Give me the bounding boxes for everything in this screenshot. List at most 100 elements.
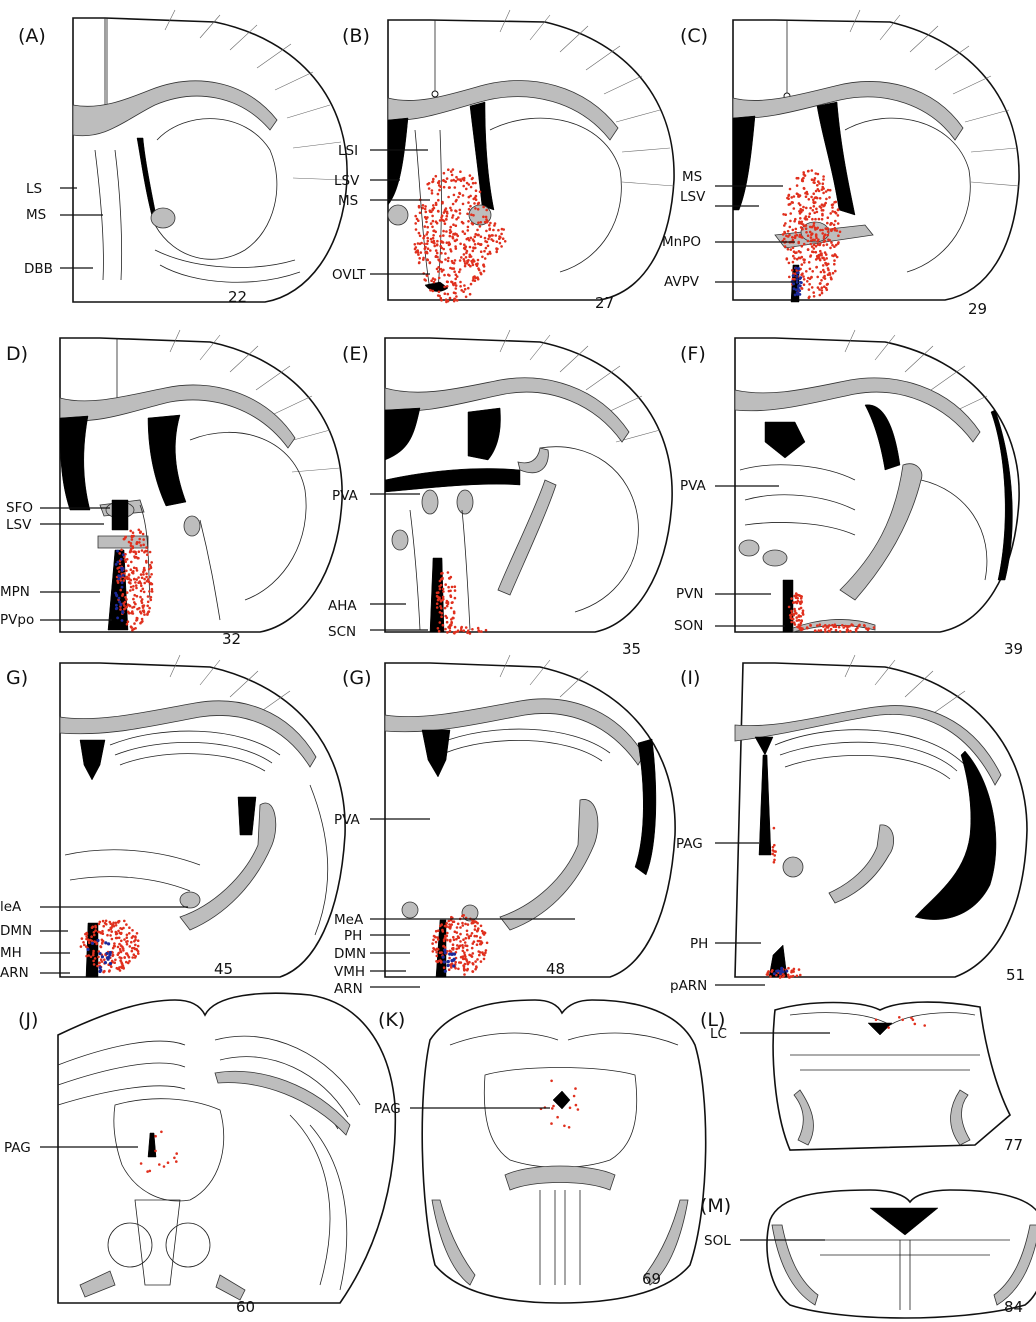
cfos-dot	[118, 966, 121, 969]
cfos-dot	[485, 247, 488, 250]
cfos-dot	[789, 188, 792, 191]
cfos-dot	[801, 612, 804, 615]
cfos-dot	[458, 271, 461, 274]
label-e-aha: AHA	[328, 598, 357, 614]
cfos-dot	[501, 228, 504, 231]
panel-letter-f: (F)	[680, 343, 706, 365]
cfos-dot	[468, 935, 471, 938]
panel-i	[715, 655, 1027, 985]
cfos-dot	[465, 937, 468, 940]
cfos-dot	[446, 281, 449, 284]
cfos-dot	[134, 603, 137, 606]
cfos-dot	[476, 943, 479, 946]
cfos-dot	[477, 234, 480, 237]
cfos-dot	[452, 203, 455, 206]
cfos-dot	[435, 202, 438, 205]
cfos-dot	[141, 549, 144, 552]
cfos-dot	[429, 289, 432, 292]
cfos-dot	[495, 251, 498, 254]
cfos-dot	[452, 948, 455, 951]
cfos-dot	[115, 604, 118, 607]
cfos-dot	[118, 552, 121, 555]
cfos-dot	[441, 612, 444, 615]
cfos-dot	[798, 289, 801, 292]
cfos-dot	[115, 607, 118, 610]
cfos-dot	[443, 286, 446, 289]
cfos-dot	[430, 279, 433, 282]
cfos-dot	[465, 626, 468, 629]
cfos-dot	[443, 180, 446, 183]
cfos-dot	[426, 242, 429, 245]
cfos-dot	[466, 959, 469, 962]
cfos-dot	[779, 976, 782, 979]
cfos-dot	[447, 602, 450, 605]
cfos-dot	[459, 281, 462, 284]
cfos-dot	[789, 212, 792, 215]
cfos-dot	[808, 198, 811, 201]
cfos-dot	[461, 944, 464, 947]
cfos-dot	[472, 952, 475, 955]
cfos-dot	[811, 286, 814, 289]
cfos-dot	[787, 967, 790, 970]
cfos-dot	[445, 207, 448, 210]
cfos-dot	[149, 565, 152, 568]
cfos-dot	[826, 243, 829, 246]
cfos-dot	[469, 293, 472, 296]
cfos-dot	[500, 233, 503, 236]
cfos-dot	[119, 948, 122, 951]
cfos-dot	[433, 245, 436, 248]
cfos-dot	[121, 610, 124, 613]
cfos-dot	[816, 276, 819, 279]
cfos-dot	[459, 243, 462, 246]
cfos-dot	[141, 602, 144, 605]
cfos-dot	[472, 942, 475, 945]
cfos-dot	[142, 588, 145, 591]
cfos-dot	[449, 590, 452, 593]
cfos-dot	[422, 204, 425, 207]
cfos-dot	[801, 263, 804, 266]
cfos-dot	[109, 962, 112, 965]
cfos-dot	[93, 931, 96, 934]
cfos-dot	[90, 956, 93, 959]
cfos-dot	[797, 285, 800, 288]
cfos-dot	[457, 178, 460, 181]
cfos-dot	[140, 544, 143, 547]
cfos-dot	[134, 956, 137, 959]
cfos-dot	[448, 577, 451, 580]
cfos-dot	[457, 196, 460, 199]
cfos-dot	[446, 241, 449, 244]
cfos-dot	[867, 627, 870, 630]
cfos-dot	[794, 231, 797, 234]
cfos-dot	[454, 626, 457, 629]
cfos-dot	[823, 259, 826, 262]
cfos-dot	[91, 926, 94, 929]
cfos-dot	[416, 218, 419, 221]
cfos-dot	[125, 923, 128, 926]
label-d-sfo: SFO	[6, 500, 33, 516]
cfos-dot	[820, 254, 823, 257]
cfos-dot	[449, 627, 452, 630]
cfos-dot	[451, 281, 454, 284]
cfos-dot	[98, 962, 101, 965]
cfos-dot	[820, 206, 823, 209]
cfos-dot	[795, 288, 798, 291]
cfos-dot	[831, 244, 834, 247]
cfos-dot	[463, 973, 466, 976]
cfos-dot	[134, 935, 137, 938]
cfos-dot	[799, 251, 802, 254]
cfos-dot	[480, 943, 483, 946]
cfos-dot	[447, 260, 450, 263]
cfos-dot	[85, 938, 88, 941]
cfos-dot	[821, 286, 824, 289]
cfos-dot	[821, 203, 824, 206]
label-d-lsv: LSV	[6, 517, 32, 533]
cfos-dot	[448, 244, 451, 247]
cfos-dot	[815, 190, 818, 193]
cfos-dot	[97, 956, 100, 959]
cfos-dot	[419, 212, 422, 215]
cfos-dot	[444, 292, 447, 295]
cfos-dot	[145, 560, 148, 563]
panel-letter-e: (E)	[342, 343, 369, 365]
cfos-dot	[794, 267, 797, 270]
cfos-dot	[791, 269, 794, 272]
